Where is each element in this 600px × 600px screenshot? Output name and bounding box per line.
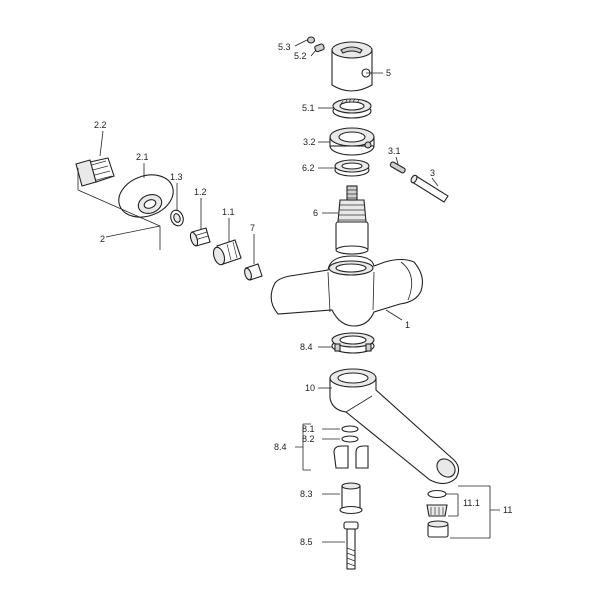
label-7: 7	[250, 223, 255, 233]
label-5: 5	[386, 68, 391, 78]
aerator-part-11-1	[426, 504, 448, 517]
sleeve-part-8-3	[339, 482, 363, 515]
ring-part-6-2	[334, 159, 370, 177]
label-11-1: 11.1	[463, 498, 480, 508]
seal-part-7	[244, 263, 263, 281]
label-6-2: 6.2	[302, 163, 315, 173]
o-ring-part-8-2	[341, 435, 359, 443]
label-5-2: 5.2	[294, 51, 307, 61]
label-5-3: 5.3	[278, 42, 291, 52]
label-8-1: 8.1	[302, 424, 315, 434]
washer-part-1-3	[170, 209, 184, 227]
o-ring-part-11	[427, 489, 447, 499]
grub-screw-part-5-2	[314, 43, 325, 53]
label-3-2: 3.2	[303, 137, 316, 147]
bolt-part-8-5	[343, 521, 359, 570]
label-3: 3	[430, 168, 435, 178]
label-8-4: 8.4	[274, 442, 287, 452]
nipple-part-1-2	[189, 227, 211, 247]
seal-ring-part-8-4-top	[331, 332, 375, 354]
leader-lines	[77, 39, 500, 543]
collar-part-3-2	[329, 127, 375, 156]
spout-part-10	[329, 368, 460, 485]
nut-part-1-1	[212, 239, 242, 266]
ring-part-5-1	[332, 98, 372, 119]
label-8-3: 8.3	[300, 489, 313, 499]
label-8-5: 8.5	[300, 537, 313, 547]
aerator-housing-part-11	[427, 520, 449, 538]
label-3-1: 3.1	[388, 146, 401, 156]
label-1-1: 1.1	[222, 207, 235, 217]
cover-plate-part-2-1	[118, 174, 174, 218]
pin-part-3-1	[389, 161, 406, 174]
label-11: 11	[503, 505, 512, 515]
label-2: 2	[100, 234, 105, 244]
label-5-1: 5.1	[302, 103, 315, 113]
label-1: 1	[405, 320, 410, 330]
cartridge-part-6	[335, 185, 369, 255]
label-6: 6	[313, 208, 318, 218]
part-labels: 5.3 5.2 5 5.1 3.2 3.1 3 6.2 6 1 8.4 10 2…	[94, 42, 512, 547]
label-1-3: 1.3	[170, 172, 183, 182]
inlet-fitting-part-2-2	[75, 157, 115, 187]
o-ring-part-8-1	[341, 425, 359, 433]
label-2-2: 2.2	[94, 120, 107, 130]
label-10: 10	[305, 383, 315, 393]
handle-cap-part-5	[331, 41, 373, 92]
label-1-2: 1.2	[194, 187, 207, 197]
clip-part-8-4	[333, 445, 369, 469]
set-screw-part-5-3	[306, 36, 316, 44]
mixer-body-part-1	[270, 255, 423, 327]
rod-part-3	[410, 174, 449, 203]
label-8-4-top: 8.4	[300, 342, 313, 352]
label-8-2: 8.2	[302, 434, 315, 444]
label-2-1: 2.1	[136, 152, 149, 162]
